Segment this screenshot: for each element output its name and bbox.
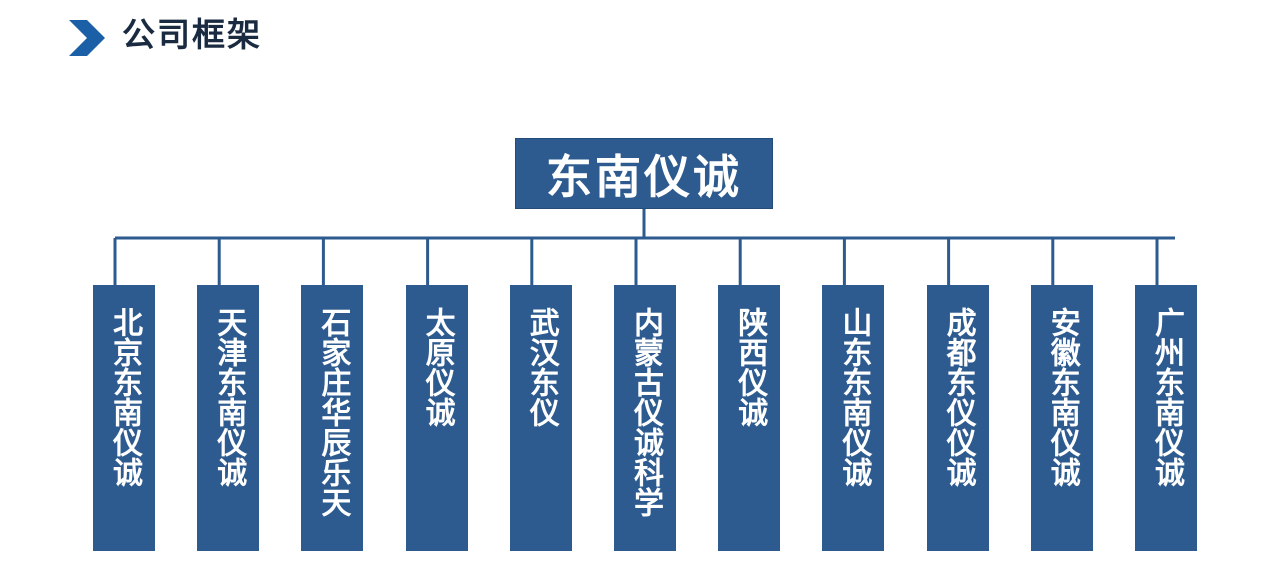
- chevron-right-icon: [69, 20, 105, 56]
- org-branch-node: 陕西仪诚: [718, 285, 781, 551]
- org-branch-node: 天津东南仪诚: [197, 285, 260, 551]
- org-branch-node: 太原仪诚: [405, 285, 468, 551]
- org-branch-node: 武汉东仪: [509, 285, 572, 551]
- org-branch-node: 广州东南仪诚: [1135, 285, 1197, 551]
- org-branch-node: 内蒙古仪诚科学: [614, 285, 676, 551]
- org-branch-node: 成都东仪仪诚: [926, 285, 989, 551]
- org-root-node: 东南仪诚: [515, 138, 773, 209]
- org-branch-node: 安徽东南仪诚: [1030, 285, 1093, 551]
- org-branch-node: 山东东南仪诚: [822, 285, 885, 551]
- org-branch-node: 石家庄华辰乐天: [301, 285, 364, 551]
- org-branch-node: 北京东南仪诚: [93, 285, 155, 551]
- page-title: 公司框架: [122, 15, 262, 54]
